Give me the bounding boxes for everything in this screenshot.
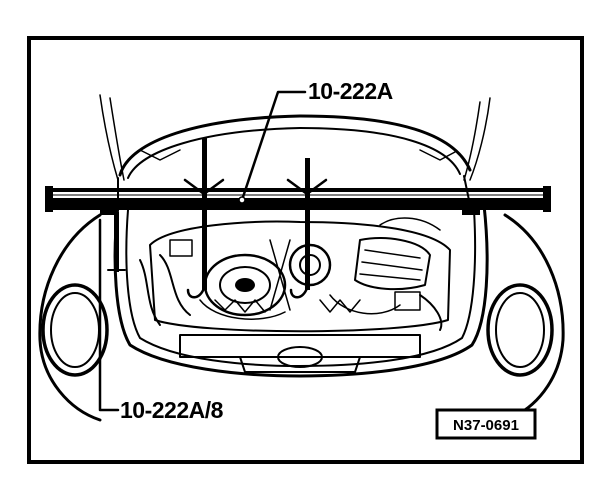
figure-id: N37-0691 (453, 417, 519, 434)
support-bar-10-222A (45, 186, 551, 212)
tail-light-right (486, 283, 554, 377)
leader-line-10-222A (240, 90, 307, 202)
support-hooks (100, 138, 480, 299)
label-10-222A: 10-222A (308, 78, 393, 104)
car-body-outline (38, 94, 565, 422)
figure-id-box: N37-0691 (435, 408, 537, 440)
label-10-222A-8: 10-222A/8 (120, 397, 224, 423)
leader-dot-10-222A (238, 196, 246, 204)
tail-light-left (41, 283, 109, 377)
adapter-10-222A-8 (107, 212, 126, 272)
leader-line-10-222A-8 (98, 218, 120, 412)
